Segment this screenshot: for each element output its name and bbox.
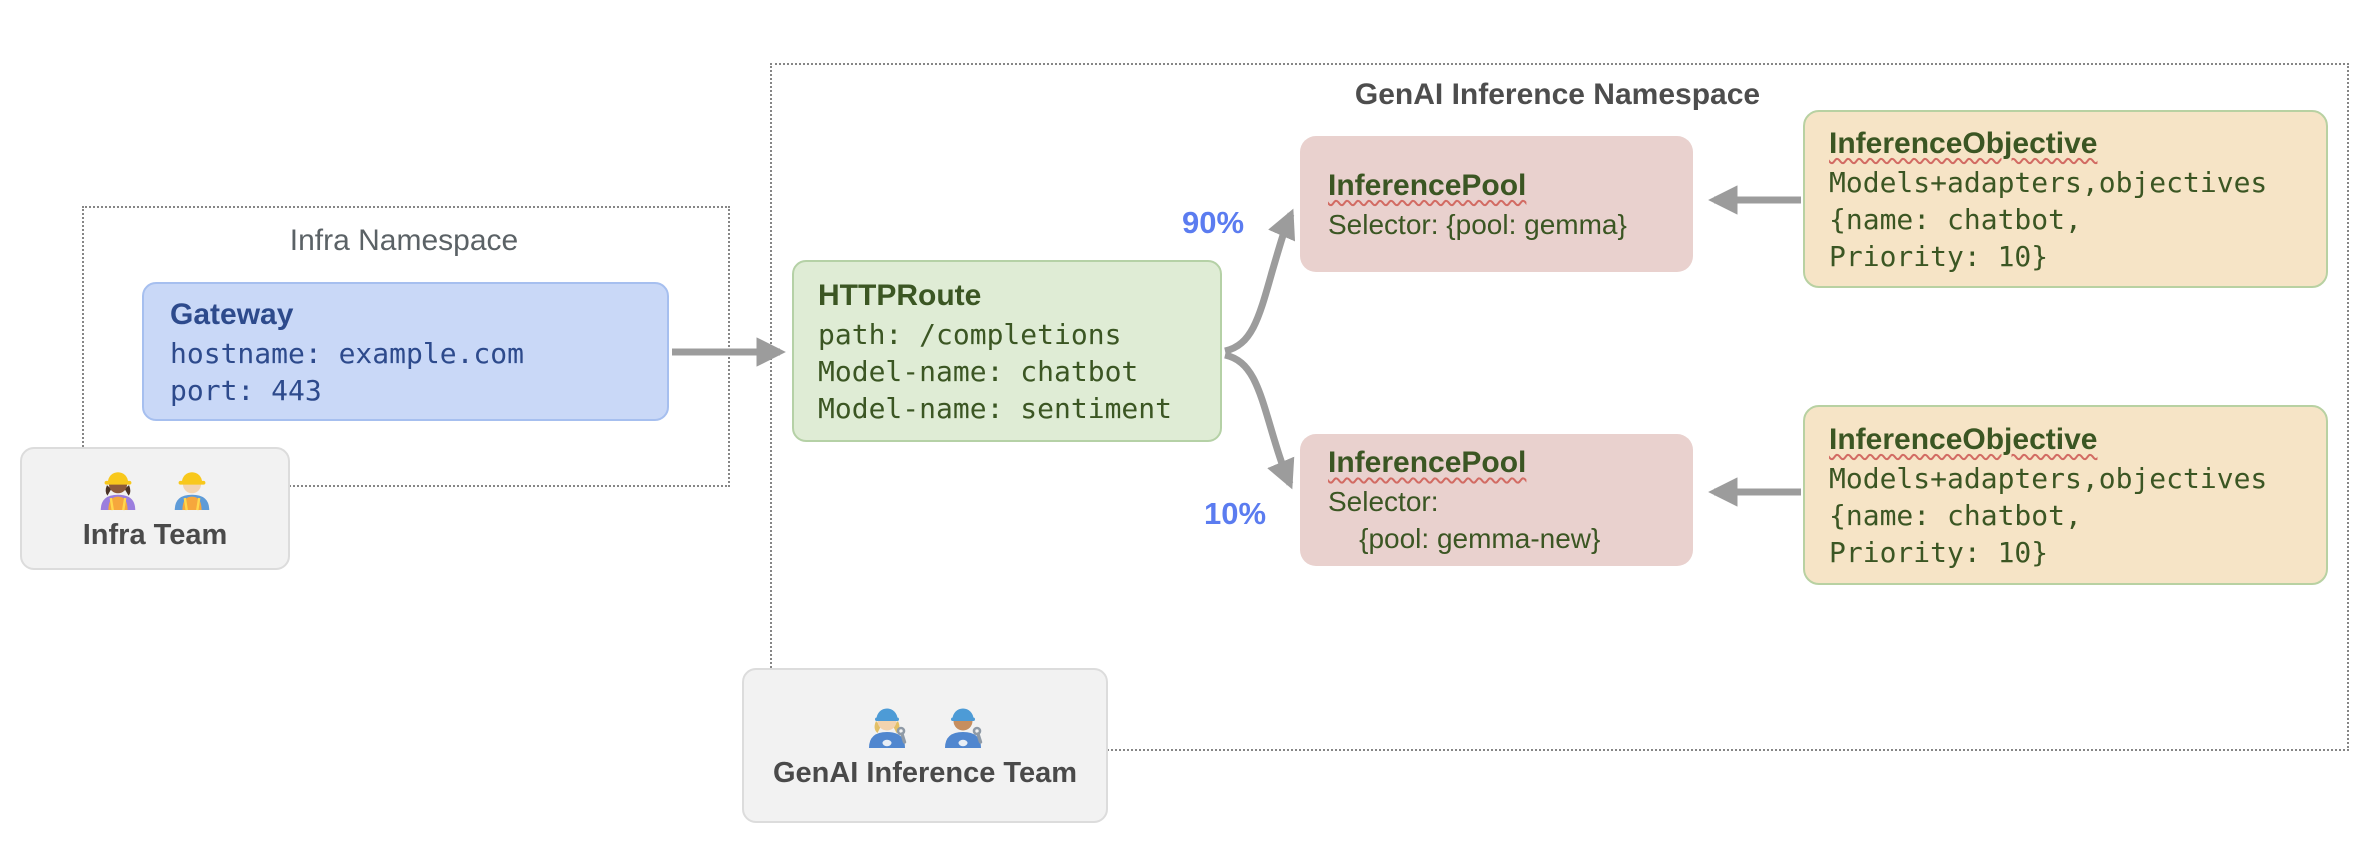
inference-objective-priority-line: Priority: 10} (1829, 239, 2049, 273)
inference-objective-models-line: Models+adapters,objectives (1829, 165, 2268, 199)
traffic-percent-90: 90% (1182, 205, 1245, 240)
gateway-card: Gateway hostname: example.com port: 443 (142, 282, 669, 421)
woman-construction-worker-icon (100, 472, 136, 511)
traffic-percent-10: 10% (1204, 496, 1267, 531)
inference-objective-name-line: {name: chatbot, (1829, 202, 2082, 236)
inference-objective-models-line: Models+adapters,objectives (1829, 461, 2268, 495)
httproute-model-line: Model-name: sentiment (818, 391, 1173, 425)
gateway-hostname-line: hostname: example.com (170, 336, 525, 370)
inference-pool-selector-value-line: {pool: gemma-new} (1328, 523, 1601, 554)
inference-pool-selector-line: Selector: {pool: gemma} (1328, 208, 1627, 240)
inference-objective-top-card: InferenceObjective Models+adapters,objec… (1803, 110, 2328, 288)
gateway-title: Gateway (170, 297, 294, 331)
infra-namespace-label: Infra Namespace (289, 224, 519, 257)
inference-objective-bottom-card: InferenceObjective Models+adapters,objec… (1803, 405, 2328, 585)
genai-namespace-label: GenAI Inference Namespace (1354, 78, 1761, 111)
infra-team-card: Infra Team (20, 447, 290, 570)
infra-namespace-box (82, 206, 730, 487)
inference-pool-bottom-card: InferencePool Selector: {pool: gemma-new… (1300, 434, 1693, 566)
genai-team-label: GenAI Inference Team (772, 757, 1078, 789)
inference-pool-top-card: InferencePool Selector: {pool: gemma} (1300, 136, 1693, 272)
man-mechanic-icon (945, 708, 983, 748)
httproute-card: HTTPRoute path: /completions Model-name:… (792, 260, 1222, 442)
httproute-model-line: Model-name: chatbot (818, 354, 1139, 388)
httproute-path-line: path: /completions (818, 317, 1122, 351)
inference-objective-priority-line: Priority: 10} (1829, 535, 2049, 569)
inference-objective-title: InferenceObjective (1829, 422, 2098, 456)
inference-objective-name-line: {name: chatbot, (1829, 498, 2082, 532)
woman-mechanic-icon (869, 708, 907, 748)
genai-namespace-box (770, 63, 2349, 751)
httproute-title: HTTPRoute (818, 278, 982, 312)
genai-team-card: GenAI Inference Team (742, 668, 1108, 823)
gateway-port-line: port: 443 (170, 373, 322, 407)
inference-objective-title: InferenceObjective (1829, 126, 2098, 160)
man-construction-worker-icon (174, 472, 210, 511)
infra-team-icons (95, 465, 215, 511)
infra-team-label: Infra Team (82, 519, 228, 551)
inference-pool-title: InferencePool (1328, 168, 1527, 202)
inference-pool-title: InferencePool (1328, 446, 1527, 479)
genai-team-icons (863, 701, 987, 749)
inference-pool-selector-line: Selector: (1328, 486, 1439, 517)
